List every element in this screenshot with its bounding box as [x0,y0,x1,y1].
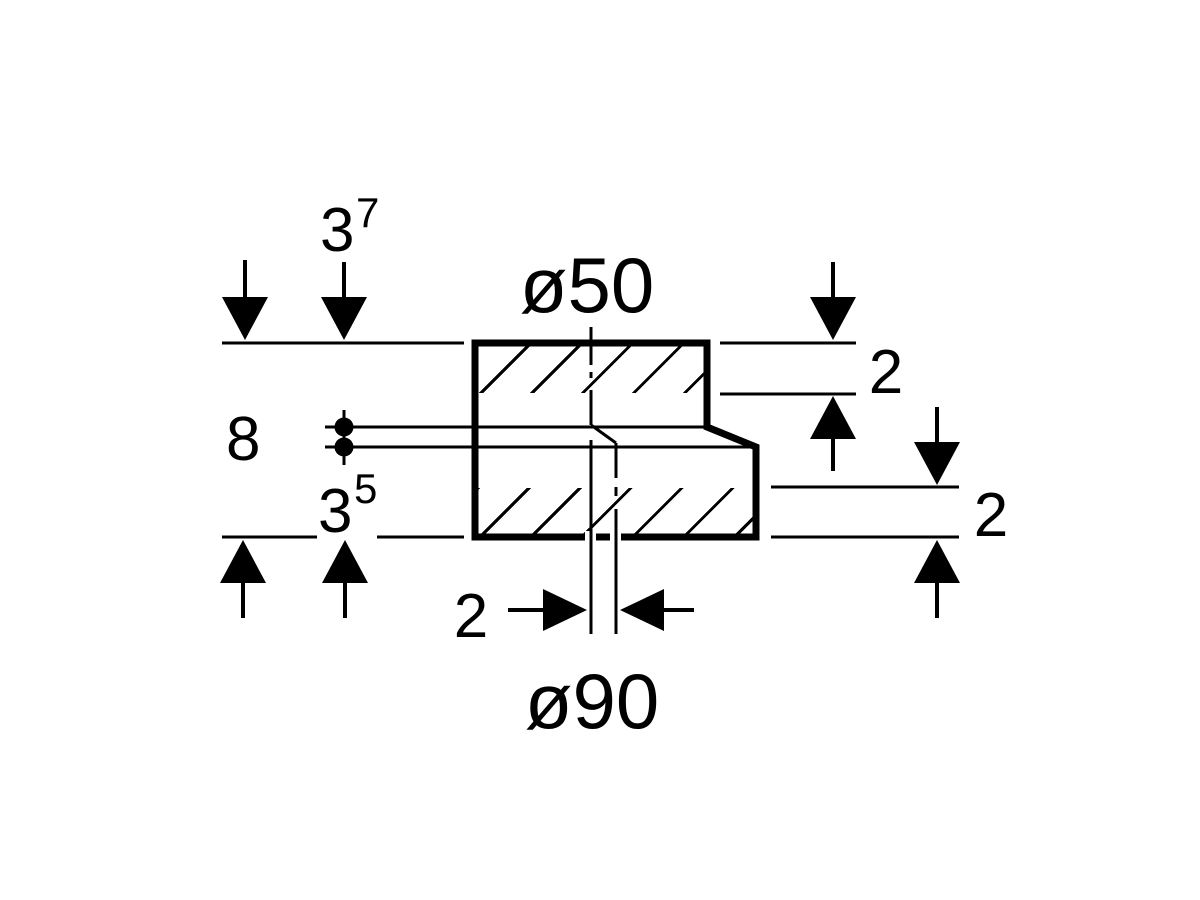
extension-lines [222,341,959,539]
dim-axis-offset-label: 2 [454,582,488,651]
internal-lines [325,425,755,449]
dim-partial-height-arrows [321,262,368,618]
arrow-down-icon [810,297,856,340]
dim-top-socket-arrows [810,262,856,471]
dot-terminators [334,417,354,457]
dimension-labels: 3 7 ø50 8 3 5 2 2 2 ø90 [226,189,1008,745]
arrow-up-icon [322,540,368,583]
dot-terminator-upper [334,417,354,437]
arrow-up-icon [220,540,266,583]
dot-terminator-lower [334,437,354,457]
arrow-up-icon [914,540,960,583]
dia-top-label: ø50 [520,241,654,329]
arrow-down-icon [321,297,367,340]
part-outline [471,339,760,541]
dim-total-height-label: 8 [226,405,260,474]
dim-top-height-sup: 7 [356,189,379,236]
dim-top-socket-label: 2 [869,338,903,407]
dim-bottom-height-label: 3 [318,477,352,546]
axis-jog-line [590,423,617,445]
dim-top-height-label: 3 [320,196,354,265]
dim-total-height-arrows [220,260,268,618]
arrow-right-icon [543,589,587,631]
center-lines [585,327,621,634]
arrow-left-icon [620,589,664,631]
arrow-down-icon [222,297,268,340]
dim-axis-offset-arrows [508,589,694,631]
dim-bottom-socket-label: 2 [974,481,1008,550]
dim-bottom-socket-arrows [914,407,960,618]
dia-bottom-label: ø90 [525,657,659,745]
arrow-down-icon [914,442,960,485]
dim-bottom-height-sup: 5 [354,465,377,512]
arrow-up-icon [810,396,856,439]
part-outline-path [471,339,760,541]
